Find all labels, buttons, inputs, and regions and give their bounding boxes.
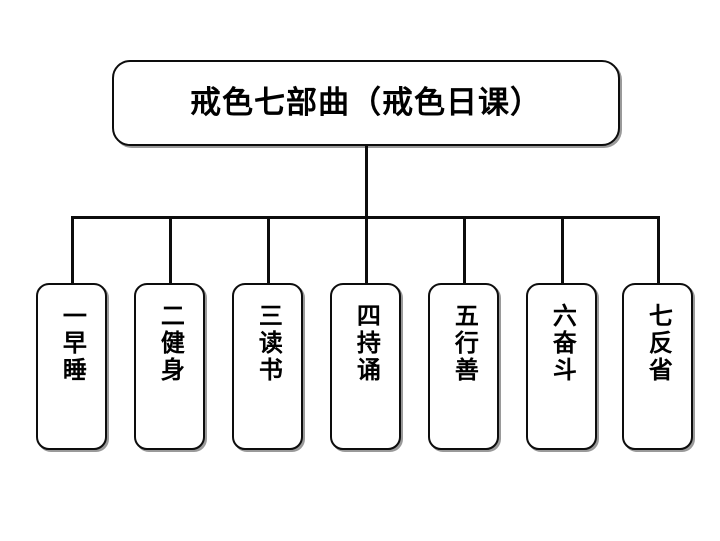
leaf-node-7[interactable]: 七反省 xyxy=(622,283,693,450)
leaf-node-7-label-wrap: 七反省 xyxy=(624,303,691,384)
leaf-node-1-label-wrap: 一早睡 xyxy=(38,303,105,384)
connector-drop-5 xyxy=(463,216,466,284)
leaf-node-3-label-wrap: 三读书 xyxy=(234,303,301,384)
leaf-node-5[interactable]: 五行善 xyxy=(428,283,499,450)
leaf-node-6[interactable]: 六奋斗 xyxy=(526,283,597,450)
leaf-node-5-label: 五行善 xyxy=(450,303,479,384)
leaf-node-3-label: 三读书 xyxy=(254,303,283,384)
leaf-node-4-label: 四持诵 xyxy=(352,303,381,384)
leaf-node-2-label-wrap: 二健身 xyxy=(136,303,203,384)
connector-drop-4 xyxy=(365,216,368,284)
leaf-node-5-label-wrap: 五行善 xyxy=(430,303,497,384)
connector-drop-7 xyxy=(657,216,660,284)
root-node[interactable]: 戒色七部曲（戒色日课） xyxy=(112,60,620,146)
root-node-label: 戒色七部曲（戒色日课） xyxy=(190,84,542,121)
leaf-node-6-label-wrap: 六奋斗 xyxy=(528,303,595,384)
leaf-node-1-label: 一早睡 xyxy=(58,303,87,384)
connector-trunk xyxy=(365,146,368,219)
leaf-node-4-label-wrap: 四持诵 xyxy=(332,303,399,384)
leaf-node-7-label: 七反省 xyxy=(644,303,673,384)
connector-drop-3 xyxy=(267,216,270,284)
connector-drop-1 xyxy=(71,216,74,284)
leaf-node-3[interactable]: 三读书 xyxy=(232,283,303,450)
leaf-node-6-label: 六奋斗 xyxy=(548,303,577,384)
connector-drop-6 xyxy=(561,216,564,284)
leaf-node-2[interactable]: 二健身 xyxy=(134,283,205,450)
leaf-node-1[interactable]: 一早睡 xyxy=(36,283,107,450)
connector-drop-2 xyxy=(169,216,172,284)
leaf-node-4[interactable]: 四持诵 xyxy=(330,283,401,450)
leaf-node-2-label: 二健身 xyxy=(156,303,185,384)
